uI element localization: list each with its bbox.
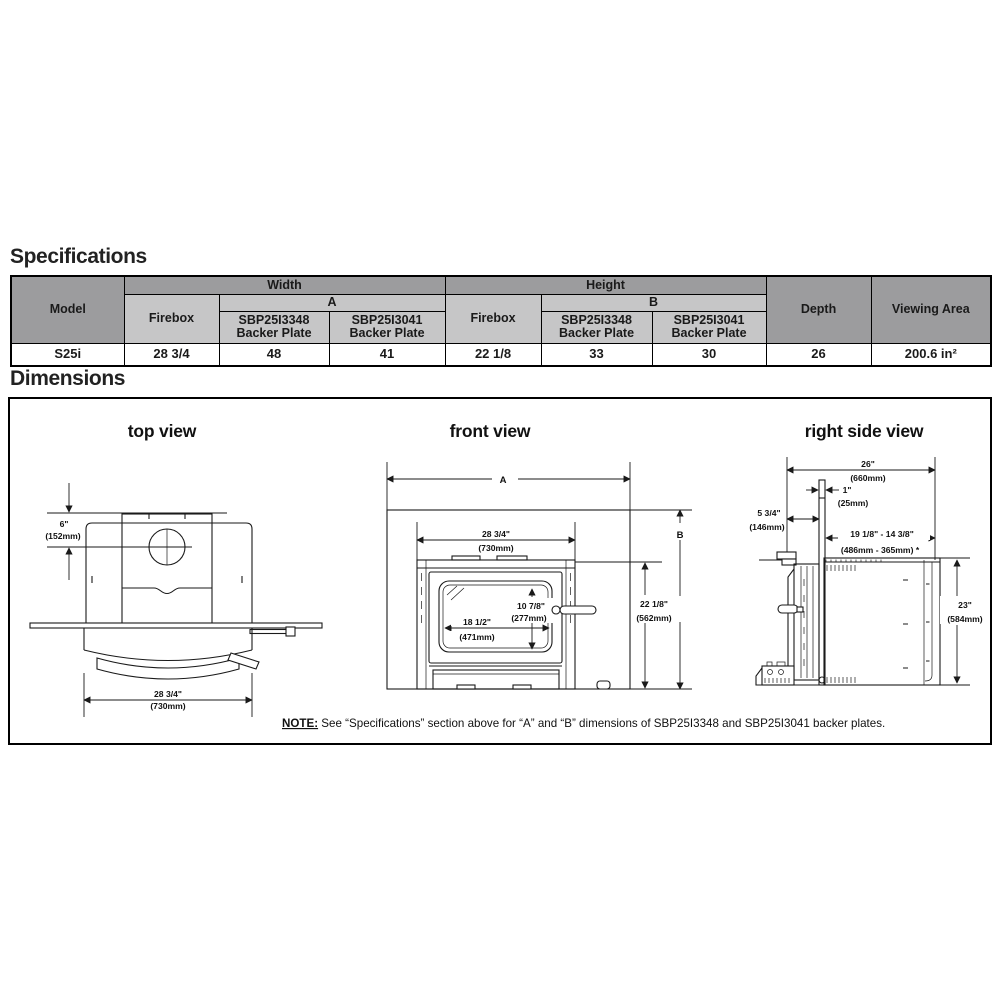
dimensions-heading: Dimensions [10, 367, 126, 390]
cell-model: S25i [10, 342, 125, 366]
side-insert-depth-inches: 19 1/8" - 14 3/8" [850, 529, 914, 539]
specifications-table: Model Width Height Depth Viewing Area Fi… [10, 275, 993, 367]
col-header-firebox-height: Firebox [444, 293, 542, 344]
front-b-label: B [677, 530, 684, 541]
side-backer-thickness-inches: 1" [843, 485, 852, 495]
col-header-sbp3348-height: SBP25I3348 Backer Plate [540, 310, 653, 344]
front-view-drawing: front view A B 28 3/4" (730mm) [386, 421, 692, 690]
col-header-firebox-width: Firebox [123, 293, 220, 344]
col-header-width: Width [123, 275, 446, 295]
side-backer-thickness-mm: (25mm) [838, 498, 869, 508]
side-front-depth-mm: (146mm) [749, 522, 784, 532]
side-depth-inches: 26" [861, 459, 875, 469]
front-a-label: A [500, 475, 507, 486]
col-header-b: B [540, 293, 767, 312]
top-flue-offset-inches: 6" [60, 519, 69, 529]
col-header-depth: Depth [765, 275, 872, 344]
col-header-height: Height [444, 275, 767, 295]
cell-viewing-area: 200.6 in² [870, 342, 992, 366]
cell-width-a-3348: 48 [218, 342, 330, 366]
top-view-title: top view [128, 421, 197, 441]
dimensions-drawing: top view 6" (152mm) [29, 421, 990, 730]
col-header-sbp3348-width: SBP25I3348 Backer Plate [218, 310, 330, 344]
cell-width-a-3041: 41 [328, 342, 446, 366]
col-header-a: A [218, 293, 446, 312]
note-text: NOTE: See “Specifications” section above… [282, 717, 885, 730]
side-view-title: right side view [805, 421, 924, 441]
side-height-inches: 23" [958, 600, 972, 610]
front-width-mm: (730mm) [478, 543, 513, 553]
side-view-drawing: right side view 26" (660mm) 1" (25mm) 5 … [749, 421, 990, 686]
front-glass-width-inches: 18 1/2" [463, 617, 491, 627]
top-width-inches: 28 3/4" [154, 689, 182, 699]
note-label: NOTE: [282, 717, 318, 730]
front-view-title: front view [450, 421, 531, 441]
side-height-mm: (584mm) [947, 614, 982, 624]
side-depth-mm: (660mm) [850, 473, 885, 483]
table-row: S25i 28 3/4 48 41 22 1/8 33 30 26 200.6 … [10, 342, 992, 366]
cell-height-b-3348: 33 [540, 342, 653, 366]
specifications-heading: Specifications [10, 245, 147, 268]
top-width-mm: (730mm) [150, 701, 185, 711]
col-header-sbp3041-height: SBP25I3041 Backer Plate [651, 310, 767, 344]
side-front-depth-inches: 5 3/4" [757, 508, 780, 518]
dimensions-panel: top view 6" (152mm) [8, 397, 992, 745]
note-body: See “Specifications” section above for “… [318, 717, 885, 730]
front-glass-height-inches: 10 7/8" [517, 601, 545, 611]
col-header-viewing-area: Viewing Area [870, 275, 992, 344]
front-width-inches: 28 3/4" [482, 529, 510, 539]
side-insert-depth-mm: (486mm - 365mm) * [841, 545, 920, 555]
front-height-inches: 22 1/8" [640, 599, 668, 609]
cell-firebox-height: 22 1/8 [444, 342, 542, 366]
top-view-drawing: top view 6" (152mm) [29, 421, 323, 717]
cell-depth: 26 [765, 342, 872, 366]
col-header-sbp3041-width: SBP25I3041 Backer Plate [328, 310, 446, 344]
front-glass-height-mm: (277mm) [511, 613, 546, 623]
front-glass-width-mm: (471mm) [459, 632, 494, 642]
front-height-mm: (562mm) [636, 613, 671, 623]
cell-firebox-width: 28 3/4 [123, 342, 220, 366]
cell-height-b-3041: 30 [651, 342, 767, 366]
top-flue-offset-mm: (152mm) [45, 531, 80, 541]
col-header-model: Model [10, 275, 125, 344]
